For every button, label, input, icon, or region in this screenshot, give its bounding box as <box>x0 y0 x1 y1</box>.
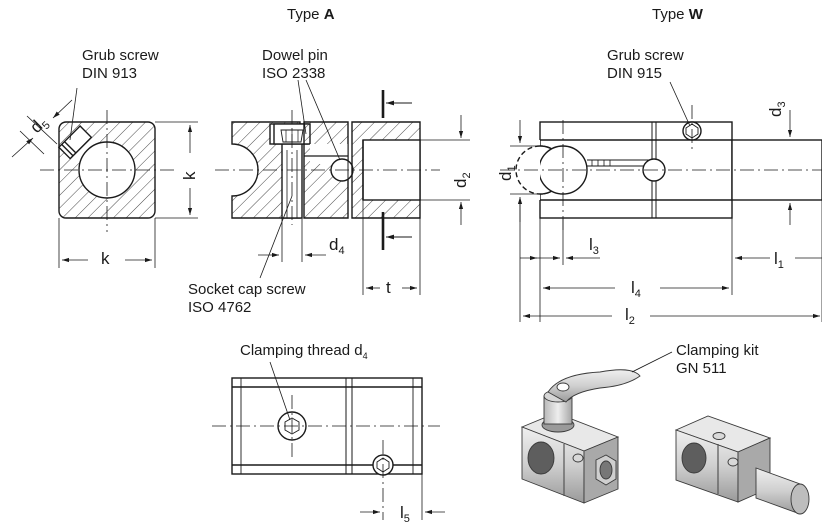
dim-d3: d3 <box>766 101 791 117</box>
dim-d4: d4 <box>329 236 345 260</box>
type-w-heading: Type W <box>652 6 703 24</box>
dim-l3-sub: 3 <box>592 245 599 257</box>
clamping-thread-sub: 4 <box>362 351 368 361</box>
type-w-prefix: Type <box>652 6 685 23</box>
dim-l4-sub: 4 <box>634 288 641 300</box>
clamping-kit-line1: Clamping kit <box>676 342 759 359</box>
type-a-letter: A <box>323 6 335 23</box>
dim-k-horizontal: k <box>101 250 110 268</box>
dim-k-vertical-text: k <box>180 171 199 181</box>
type-a-heading: Type A <box>287 6 335 24</box>
type-w-letter: W <box>688 6 703 23</box>
grub-screw-913-line2: DIN 913 <box>82 65 138 82</box>
dim-l1-sub: 1 <box>777 259 784 271</box>
socket-cap-line1: Socket cap screw <box>188 281 306 298</box>
clamping-thread-text: Clamping thread d <box>240 342 363 359</box>
type-w-render <box>674 415 810 515</box>
dim-l5-base: l <box>400 503 404 522</box>
grub-screw-913-label: Grub screw DIN 913 <box>82 47 159 83</box>
dim-d4-base: d <box>329 235 339 254</box>
grub-screw-913-line1: Grub screw <box>82 47 159 64</box>
grub-screw-915-label: Grub screw DIN 915 <box>607 47 684 83</box>
dim-l3-base: l <box>589 235 593 254</box>
clamping-thread-label: Clamping thread d4 <box>240 342 368 365</box>
dim-l5-sub: 5 <box>403 513 410 525</box>
dim-l5: l5 <box>400 504 410 528</box>
dim-d3-base: d <box>766 107 785 117</box>
dim-d3-sub: 3 <box>776 101 788 108</box>
dim-l2-base: l <box>625 305 629 324</box>
dim-d1-base: d <box>496 171 515 181</box>
dim-d4-sub: 4 <box>338 245 345 257</box>
grub-screw-915-line2: DIN 915 <box>607 65 663 82</box>
dowel-pin-label: Dowel pin ISO 2338 <box>262 47 328 83</box>
top-view <box>212 361 445 520</box>
end-view <box>11 87 198 268</box>
dim-l1: l1 <box>774 250 784 274</box>
dim-l2-sub: 2 <box>628 315 635 327</box>
socket-cap-line2: ISO 4762 <box>188 299 252 316</box>
dim-l4: l4 <box>631 279 641 303</box>
dim-d1-sub: 1 <box>506 165 518 172</box>
type-a-section <box>215 79 470 295</box>
dim-l4-base: l <box>631 278 635 297</box>
dim-d2: d2 <box>451 172 476 188</box>
dim-d2-sub: 2 <box>461 172 473 179</box>
dim-l1-base: l <box>774 249 778 268</box>
type-a-prefix: Type <box>287 6 320 23</box>
socket-cap-screw-label: Socket cap screw ISO 4762 <box>188 281 306 317</box>
dim-l3: l3 <box>589 236 599 260</box>
dowel-pin-line2: ISO 2338 <box>262 65 326 82</box>
dim-k-vertical: k <box>180 171 199 181</box>
type-w-view <box>500 81 822 322</box>
dim-d2-base: d <box>451 178 470 188</box>
dim-t: t <box>386 279 391 297</box>
clamping-kit-label: Clamping kit GN 511 <box>676 342 759 378</box>
dim-l2: l2 <box>625 306 635 330</box>
dowel-pin-line1: Dowel pin <box>262 47 328 64</box>
dim-k-horizontal-text: k <box>101 249 110 268</box>
clamping-kit-line2: GN 511 <box>676 360 727 377</box>
dim-d1: d1 <box>496 165 521 181</box>
grub-screw-915-line1: Grub screw <box>607 47 684 64</box>
clamping-kit-render <box>520 351 673 504</box>
dim-t-text: t <box>386 278 391 297</box>
